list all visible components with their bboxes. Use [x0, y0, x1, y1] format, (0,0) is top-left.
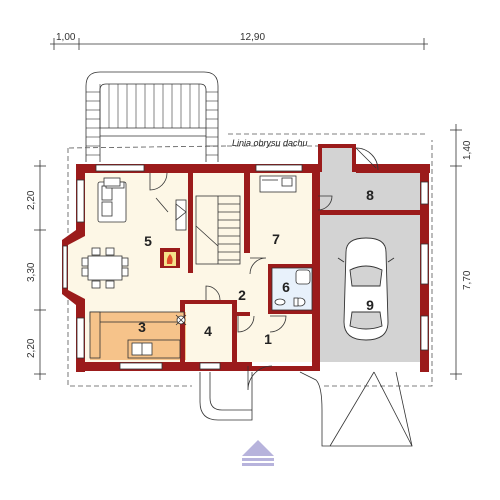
dim-top-main: 12,90 [240, 32, 265, 43]
dim-right-top: 1,40 [462, 140, 473, 160]
room-4-number: 4 [204, 323, 212, 339]
staircase [195, 195, 241, 265]
pergola-slats [86, 84, 218, 156]
dimension-lines [34, 38, 462, 380]
room-5-number: 5 [144, 233, 152, 249]
roof-outline-label: Linia obrysu dachu [232, 138, 308, 148]
pergola [85, 71, 219, 162]
washbasin-icon [274, 298, 286, 306]
room-8-number: 8 [366, 187, 374, 203]
room-labels: 1 2 3 4 5 6 7 8 9 [138, 187, 374, 347]
room-3-number: 3 [138, 319, 146, 335]
outside-paths [199, 371, 413, 447]
entrance-arrow-bar-2 [242, 463, 274, 466]
living-diag-line [155, 197, 169, 213]
room-9-number: 9 [366, 297, 374, 313]
room-7-number: 7 [272, 231, 280, 247]
desk [259, 175, 297, 193]
room-1-number: 1 [264, 331, 272, 347]
dim-left-bottom: 2,20 [26, 338, 37, 358]
entrance-arrow-icon [242, 440, 274, 456]
doors [149, 147, 379, 391]
bathroom-fixtures [271, 267, 313, 311]
dim-left-mid: 3,30 [26, 262, 37, 282]
roof-outline [67, 140, 433, 387]
room-6-number: 6 [282, 279, 290, 295]
fireplace-icon [160, 248, 180, 268]
furniture-living [81, 177, 187, 289]
stair-cut-line [195, 225, 219, 247]
dim-right-main: 7,70 [462, 270, 473, 290]
car-icon [337, 237, 395, 341]
dim-top-left: 1,00 [56, 32, 76, 43]
shower-icon [295, 269, 311, 285]
entrance-arrow-bar [242, 458, 274, 461]
dim-left-top: 2,20 [26, 190, 37, 210]
windows [62, 164, 429, 370]
room-2-number: 2 [238, 287, 246, 303]
kitchen-units [89, 311, 187, 359]
